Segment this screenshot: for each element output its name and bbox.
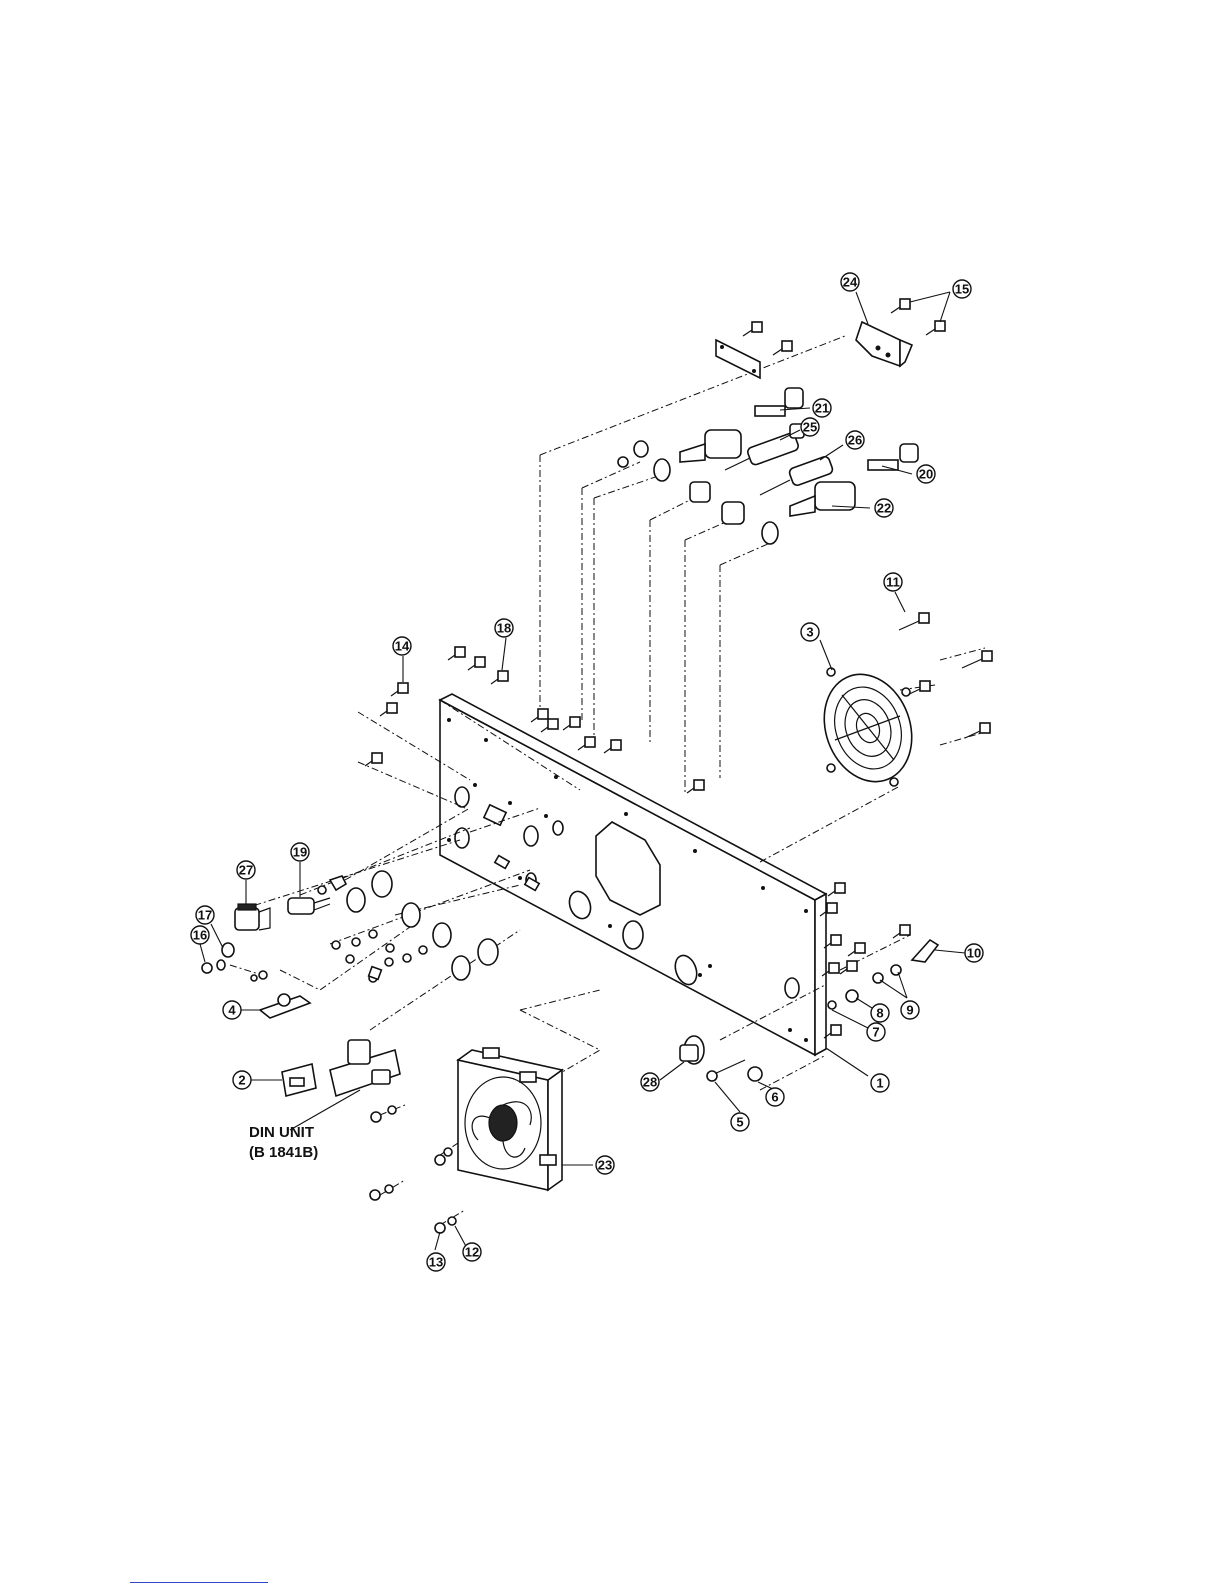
callout-number: 8 — [876, 1006, 883, 1021]
callout-number: 18 — [497, 621, 511, 636]
footer-rule — [130, 1582, 268, 1583]
callout-11: 11 — [884, 573, 902, 591]
callout-number: 17 — [198, 908, 212, 923]
callout-8: 8 — [871, 1004, 889, 1022]
callout-22: 22 — [875, 499, 893, 517]
callout-19: 19 — [291, 843, 309, 861]
callout-number: 14 — [395, 639, 410, 654]
callout-number: 4 — [228, 1003, 236, 1018]
callout-number: 21 — [815, 401, 829, 416]
connector-assemblies — [618, 388, 918, 544]
callout-6: 6 — [766, 1088, 784, 1106]
callout-number: 11 — [886, 575, 900, 590]
callout-2: 2 — [233, 1071, 251, 1089]
callout-12: 12 — [463, 1243, 481, 1261]
callout-number: 10 — [967, 946, 981, 961]
din-unit-part-number: (B 1841B) — [249, 1144, 318, 1161]
callout-number: 27 — [239, 863, 253, 878]
callout-16: 16 — [191, 926, 209, 944]
callout-number: 15 — [955, 282, 969, 297]
callout-15: 15 — [953, 280, 971, 298]
callout-number: 24 — [843, 275, 858, 290]
fasteners-bottom — [370, 1106, 456, 1233]
callout-7: 7 — [867, 1023, 885, 1041]
din-unit-board — [282, 1040, 400, 1096]
callout-10: 10 — [965, 944, 983, 962]
callout-5: 5 — [731, 1113, 749, 1131]
callout-number: 16 — [193, 928, 207, 943]
callout-13: 13 — [427, 1253, 445, 1271]
callout-number: 6 — [771, 1090, 778, 1105]
cooling-fan — [458, 1048, 562, 1190]
callout-23: 23 — [596, 1156, 614, 1174]
callout-number: 19 — [293, 845, 307, 860]
callout-number: 1 — [876, 1076, 883, 1091]
callout-number: 23 — [598, 1158, 612, 1173]
callout-number: 22 — [877, 501, 891, 516]
callout-number: 7 — [872, 1025, 879, 1040]
callout-21: 21 — [813, 399, 831, 417]
callout-1: 1 — [871, 1074, 889, 1092]
callout-number: 2 — [238, 1073, 245, 1088]
callout-number: 26 — [848, 433, 862, 448]
fan-guard — [810, 662, 927, 794]
top-plate — [716, 340, 760, 378]
callout-17: 17 — [196, 906, 214, 924]
callout-number: 5 — [736, 1115, 743, 1130]
callout-26: 26 — [846, 431, 864, 449]
callout-18: 18 — [495, 619, 513, 637]
rear-panel — [440, 694, 826, 1055]
callout-24: 24 — [841, 273, 859, 291]
callout-number: 28 — [643, 1075, 657, 1090]
callout-20: 20 — [917, 465, 935, 483]
callout-number: 20 — [919, 467, 933, 482]
callout-28: 28 — [641, 1073, 659, 1091]
callout-25: 25 — [801, 418, 819, 436]
callout-number: 25 — [803, 420, 817, 435]
callout-number: 3 — [806, 625, 813, 640]
callout-3: 3 — [801, 623, 819, 641]
din-unit-label: DIN UNIT — [249, 1124, 314, 1141]
callout-14: 14 — [393, 637, 411, 655]
callout-9: 9 — [901, 1001, 919, 1019]
callout-27: 27 — [237, 861, 255, 879]
callout-number: 9 — [906, 1003, 913, 1018]
part-24-relay — [856, 322, 912, 366]
callout-4: 4 — [223, 1001, 241, 1019]
callout-number: 12 — [465, 1245, 479, 1260]
callout-number: 13 — [429, 1255, 443, 1270]
